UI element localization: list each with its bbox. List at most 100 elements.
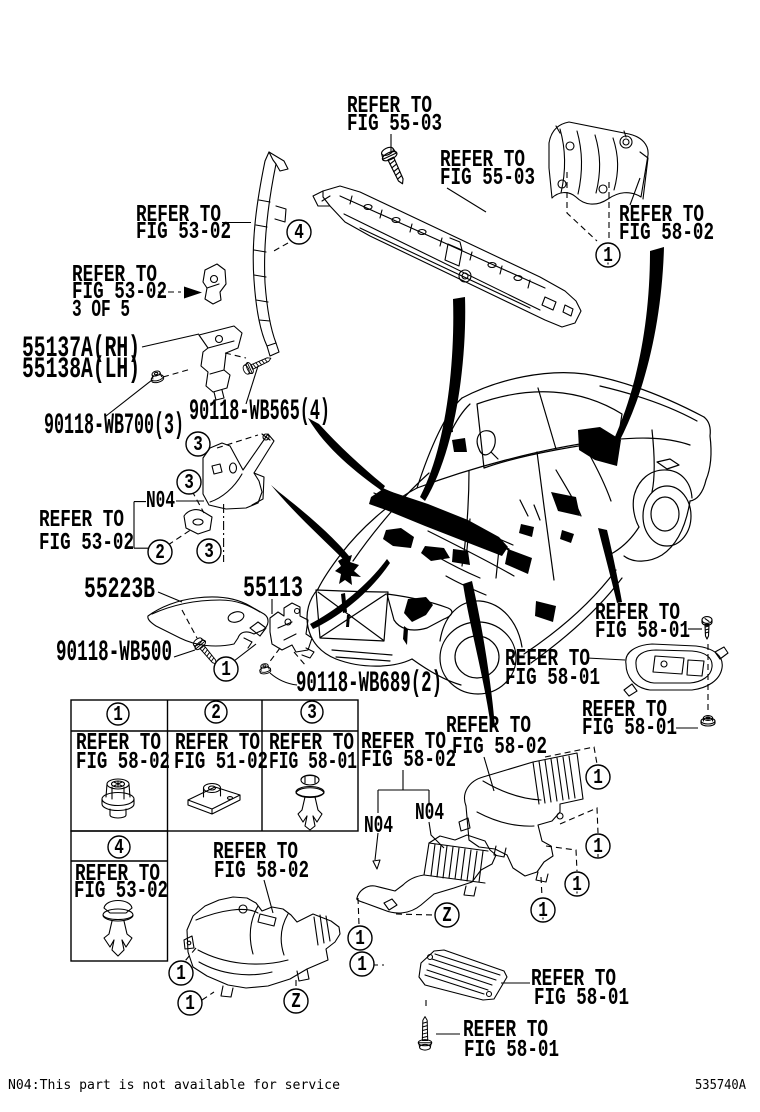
refer-line: REFER TO xyxy=(531,966,616,993)
legend-fig-3: FIG 58-01 xyxy=(269,749,357,776)
cowl-seal-55223b-part xyxy=(147,596,269,649)
callout-1-label: 1 xyxy=(593,766,603,790)
refer-line: REFER TO xyxy=(39,507,124,534)
floor-heat-plate-part xyxy=(418,949,508,1001)
fig-line: FIG 53-02 xyxy=(72,279,167,306)
label-refer-fig58-01-grommet: REFER TO FIG 58-01 xyxy=(582,697,677,742)
leader-lines xyxy=(105,134,702,1035)
refer-line: REFER TO xyxy=(72,262,157,289)
legend-num-1: 1 xyxy=(113,703,123,727)
fig-line: FIG 53-02 xyxy=(136,219,231,246)
refer-line: REFER TO xyxy=(347,93,432,120)
fig-line: FIG 58-01 xyxy=(582,715,677,742)
label-part-wb700: 90118-WB700(3) xyxy=(44,408,184,442)
label-refer-fig58-02-front: REFER TO FIG 58-02 xyxy=(213,839,309,885)
callout-1: 1 xyxy=(595,242,621,268)
legend-fig-1: FIG 58-02 xyxy=(76,749,170,776)
callout-1-label: 1 xyxy=(603,244,613,268)
rear-floor-insulator-part xyxy=(458,752,584,883)
callout-1-label: 1 xyxy=(355,927,365,951)
swoosh-hood xyxy=(308,418,385,491)
front-floor-insulator-part xyxy=(183,896,341,998)
legend-ref-2: REFER TO xyxy=(175,730,260,757)
label-n04-right: N04 xyxy=(415,800,444,827)
legend-ref-4: REFER TO xyxy=(75,861,160,888)
callout-4: 4 xyxy=(286,219,312,245)
label-part-wb689: 90118-WB689(2) xyxy=(296,666,442,700)
callout-z-label: Z xyxy=(291,990,301,1014)
label-refer-fig53-02-3of5: REFER TO FIG 53-02 3 OF 5 xyxy=(72,262,167,324)
radiator-support-part xyxy=(312,185,582,328)
legend-num-3: 3 xyxy=(307,701,317,725)
callout-1-label: 1 xyxy=(572,873,582,897)
heat-insulator-top-right xyxy=(548,121,649,205)
callout-3: 3 xyxy=(185,431,211,457)
callout-1-label: 1 xyxy=(357,953,367,977)
label-part-55223b: 55223B xyxy=(84,572,155,606)
fig-line: FIG 58-02 xyxy=(452,734,547,761)
callout-1-label: 1 xyxy=(221,658,231,682)
floor-access-cover-part xyxy=(623,643,729,697)
callout-2-label: 2 xyxy=(155,541,165,565)
legend-cell-1: 1 REFER TO FIG 58-02 xyxy=(76,702,170,819)
cowl-bracket-3of5-part xyxy=(202,263,227,305)
label-refer-fig55-03-support: REFER TO FIG 55-03 xyxy=(440,147,535,192)
callout-3: 3 xyxy=(196,538,222,564)
swoosh-top-right xyxy=(614,247,664,442)
label-refer-fig58-01-screw: REFER TO FIG 58-01 xyxy=(595,600,690,645)
label-part-55137a: 55137A(RH) 55138A(LH) xyxy=(22,331,140,386)
fig-line: FIG 58-01 xyxy=(534,985,629,1012)
label-refer-fig58-01-cover: REFER TO FIG 58-01 xyxy=(505,646,600,692)
callout-1: 1 xyxy=(585,764,611,790)
callout-1: 1 xyxy=(177,990,203,1016)
callout-z: Z xyxy=(283,988,309,1014)
center-floor-insulator-part xyxy=(356,834,497,914)
fig-line: FIG 53-02 xyxy=(39,530,134,557)
label-refer-fig58-01-bolt: REFER TO FIG 58-01 xyxy=(463,1017,559,1064)
fig-line: FIG 58-02 xyxy=(361,747,456,774)
label-refer-fig53-02-apron: REFER TO FIG 53-02 xyxy=(39,507,134,557)
refer-line: REFER TO xyxy=(619,202,704,229)
label-refer-fig58-01-plate: REFER TO FIG 58-01 xyxy=(531,966,629,1012)
fig-line: FIG 55-03 xyxy=(347,111,442,138)
refer-line: REFER TO xyxy=(595,600,680,627)
label-refer-fig58-02-rear: REFER TO FIG 58-02 xyxy=(446,713,547,761)
figure-code: 535740A xyxy=(695,1078,746,1093)
legend-fig-2: FIG 51-02 xyxy=(174,749,268,776)
label-refer-fig53-02-pillar: REFER TO FIG 53-02 xyxy=(136,202,231,246)
refer-line: REFER TO xyxy=(505,646,590,673)
push-rivet-clip-icon xyxy=(295,774,325,831)
swoosh-strokes xyxy=(271,247,664,728)
label-n04-apron: N04 xyxy=(146,488,175,515)
refer-line: REFER TO xyxy=(440,147,525,174)
swoosh-bumper xyxy=(310,559,390,629)
sheet-line: 3 OF 5 xyxy=(72,297,130,324)
part-number-lh: 55138A(LH) xyxy=(22,352,140,386)
swoosh-windshield xyxy=(420,297,466,501)
legend-num-4: 4 xyxy=(114,836,124,860)
swoosh-grille-left xyxy=(271,485,349,560)
legend-border xyxy=(70,699,359,832)
label-refer-fig58-02-topright: REFER TO FIG 58-02 xyxy=(619,202,714,247)
callout-z-label: Z xyxy=(442,904,452,928)
callout-1: 1 xyxy=(349,951,375,977)
swoosh-cowl-right xyxy=(463,581,495,728)
callout-z: Z xyxy=(434,902,460,928)
fender-apron-part xyxy=(183,433,275,535)
callout-1: 1 xyxy=(213,656,239,682)
push-pin-clip-icon xyxy=(102,899,134,957)
legend-ref-3: REFER TO xyxy=(269,730,354,757)
callout-1: 1 xyxy=(168,960,194,986)
fig-line: FIG 58-01 xyxy=(505,665,600,692)
callout-circles: 4 1 3 3 2 3 1 1 1 1 1 Z 1 1 1 1 Z xyxy=(147,219,621,1016)
refer-line: REFER TO xyxy=(361,729,446,756)
label-refer-fig58-02-n04: REFER TO FIG 58-02 xyxy=(361,729,456,774)
cowl-bracket-55113-part xyxy=(269,602,315,659)
label-part-wb565: 90118-WB565(4) xyxy=(189,394,330,428)
refer-line: REFER TO xyxy=(463,1017,548,1044)
callout-1-label: 1 xyxy=(176,962,186,986)
footnote-text: N04:This part is not available for servi… xyxy=(8,1078,340,1093)
callout-1: 1 xyxy=(347,925,373,951)
